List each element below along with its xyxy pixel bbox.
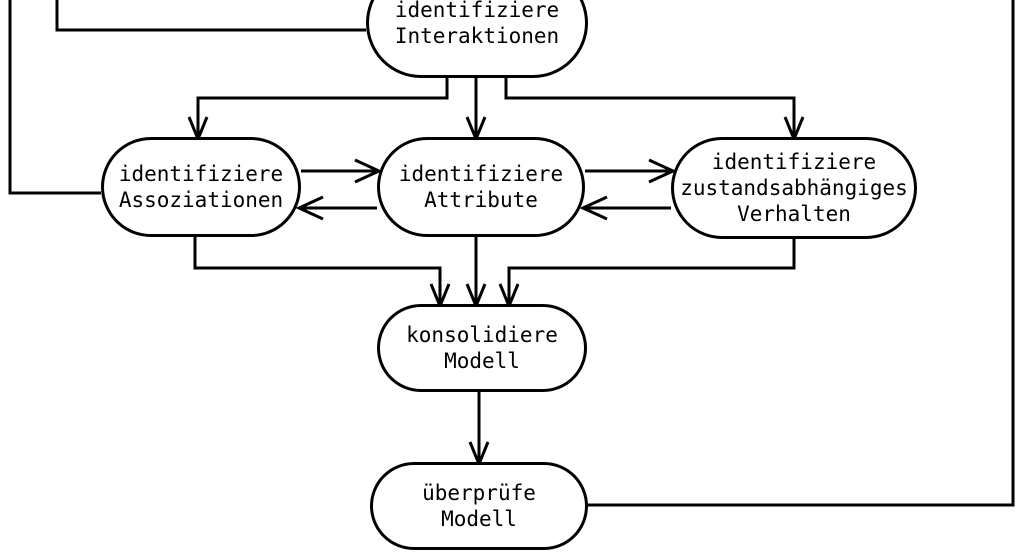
node-label: identifiziere zustandsabhängiges Verhalt… [680, 150, 908, 226]
edge-assoziationen-konsolidiere [193, 237, 442, 304]
arrowhead-attribute-assoziationen [295, 195, 324, 221]
node-identifiziere-zustandsabhaengiges-verhalten[interactable]: identifiziere zustandsabhängiges Verhalt… [671, 137, 917, 239]
node-identifiziere-assoziationen[interactable]: identifiziere Assoziationen [101, 137, 301, 237]
edge-offpage-left-inner [55, 0, 366, 32]
edge-ueberpruefe-feedback-right [588, 0, 1015, 507]
edge-offpage-left-feedback [8, 0, 101, 195]
node-label: identifiziere Assoziationen [118, 162, 284, 212]
edge-zustandsverhalten-konsolidiere [507, 239, 796, 304]
node-konsolidiere-modell[interactable]: konsolidiere Modell [377, 304, 587, 392]
arrowhead-zustandsverhalten-attribute [579, 195, 608, 221]
edge-interaktionen-assoziationen [196, 78, 449, 137]
node-label: überprüfe Modell [422, 481, 536, 531]
edge-interaktionen-zustandsverhalten [504, 78, 796, 137]
node-ueberpruefe-modell[interactable]: überprüfe Modell [370, 462, 588, 550]
node-identifiziere-attribute[interactable]: identifiziere Attribute [377, 137, 585, 237]
node-label: konsolidiere Modell [406, 323, 558, 373]
node-label: identifiziere Attribute [398, 162, 564, 212]
node-label: identifiziere Interaktionen [394, 0, 560, 48]
node-identifiziere-interaktionen[interactable]: identifiziere Interaktionen [366, 0, 588, 78]
